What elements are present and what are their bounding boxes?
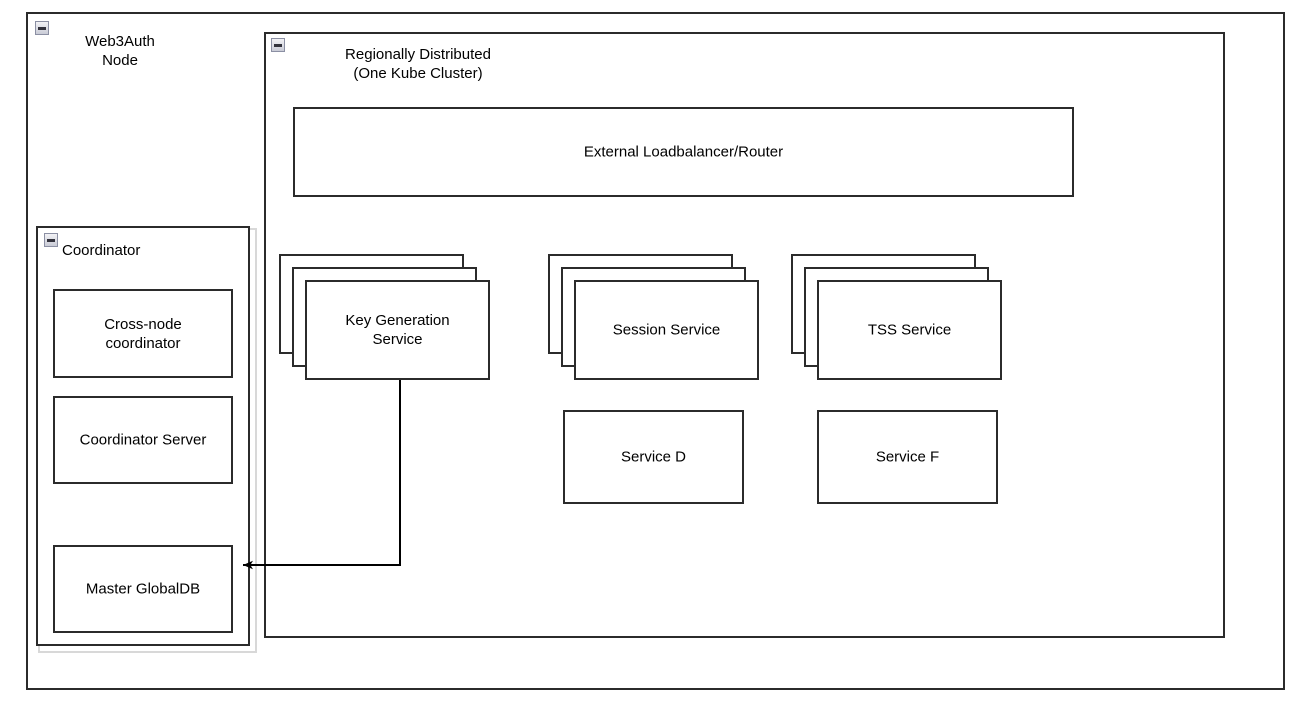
node-key-generation-service[interactable]: Key Generation Service bbox=[279, 254, 490, 380]
node-session-service[interactable]: Session Service bbox=[548, 254, 759, 380]
node-service-d[interactable]: Service D bbox=[563, 410, 744, 504]
node-cross-node-coordinator[interactable]: Cross-node coordinator bbox=[53, 289, 233, 378]
node-label-key-generation-service: Key Generation Service bbox=[345, 312, 450, 348]
stack-layer-front: TSS Service bbox=[817, 280, 1002, 380]
node-master-globaldb[interactable]: Master GlobalDB bbox=[53, 545, 233, 633]
group-label-kube-cluster: Regionally Distributed (One Kube Cluster… bbox=[345, 46, 491, 82]
node-service-f[interactable]: Service F bbox=[817, 410, 998, 504]
node-label-coordinator-server: Coordinator Server bbox=[79, 431, 207, 449]
node-label-master-globaldb: Master GlobalDB bbox=[85, 580, 201, 598]
collapse-minus-icon[interactable] bbox=[271, 38, 285, 52]
group-label-web3auth-node: Web3Auth Node bbox=[85, 33, 155, 69]
node-label-cross-node-coordinator: Cross-node coordinator bbox=[104, 315, 182, 352]
collapse-minus-icon[interactable] bbox=[35, 21, 49, 35]
stack-layer-front: Key Generation Service bbox=[305, 280, 490, 380]
node-label-session-service: Session Service bbox=[612, 321, 721, 339]
node-label-service-d: Service D bbox=[620, 448, 687, 466]
node-label-tss-service: TSS Service bbox=[867, 321, 952, 339]
stack-layer-front: Session Service bbox=[574, 280, 759, 380]
group-label-coordinator: Coordinator bbox=[62, 242, 141, 259]
node-label-external-loadbalancer: External Loadbalancer/Router bbox=[583, 143, 784, 161]
collapse-minus-icon[interactable] bbox=[44, 233, 58, 247]
node-external-loadbalancer[interactable]: External Loadbalancer/Router bbox=[293, 107, 1074, 197]
node-tss-service[interactable]: TSS Service bbox=[791, 254, 1002, 380]
node-coordinator-server[interactable]: Coordinator Server bbox=[53, 396, 233, 484]
node-label-service-f: Service F bbox=[875, 448, 940, 466]
